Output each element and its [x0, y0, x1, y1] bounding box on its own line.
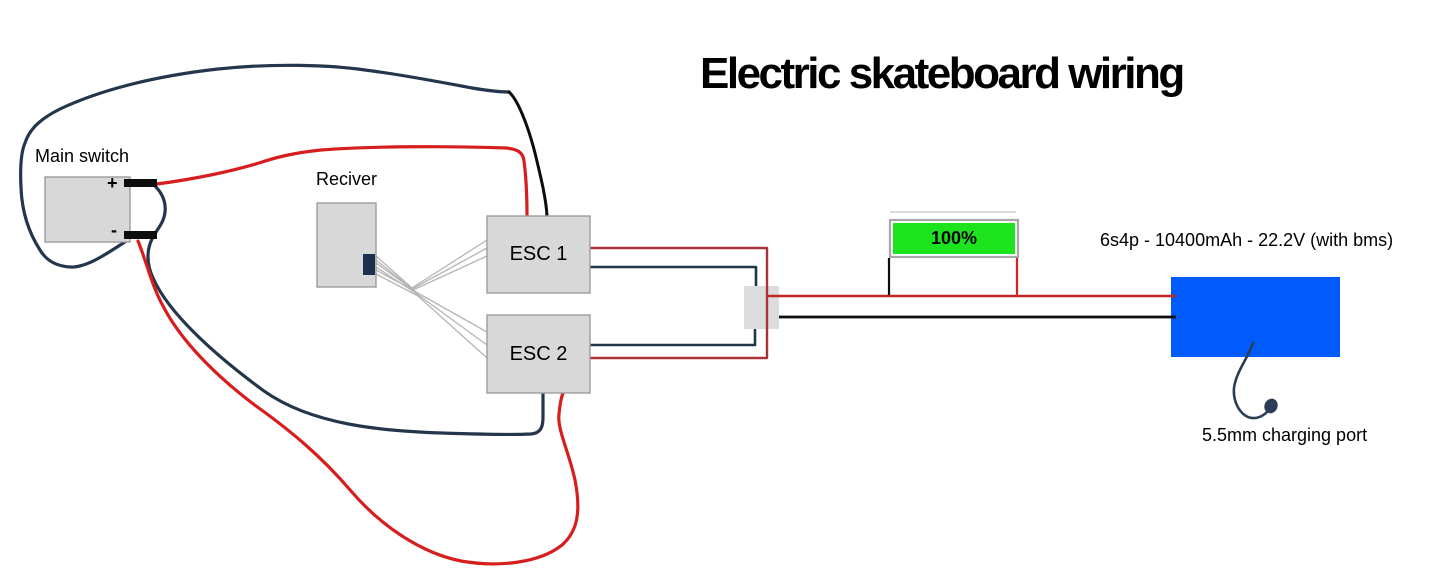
esc2-label: ESC 2: [509, 342, 568, 365]
wire-switch-minus-to-esc2: [136, 239, 580, 566]
signal-wire: [375, 259, 488, 333]
diagram-title: Electric skateboard wiring: [700, 49, 1185, 98]
battery-level-value: 100%: [930, 228, 978, 248]
wire-switch-plus-to-esc2: [146, 184, 545, 437]
wire-esc-red-loop: [590, 246, 769, 360]
charging-port-cable: [1232, 341, 1269, 420]
wire-esc2-to-connector: [590, 318, 757, 347]
main-switch-plus-terminal: [124, 179, 157, 187]
signal-wire: [375, 273, 488, 359]
battery-spec-label: 6s4p - 10400mAh - 22.2V (with bms): [1100, 230, 1394, 250]
battery-indicator-bar: [893, 223, 1015, 254]
minus-terminal-label: -: [111, 220, 117, 240]
main-switch-body: [44, 176, 131, 243]
plus-terminal-label: +: [107, 173, 118, 193]
main-switch-label: Main switch: [35, 146, 130, 166]
receiver-signal-wires: [375, 239, 488, 359]
connector-block: [744, 286, 779, 329]
esc1-body: [486, 215, 591, 294]
main-switch-minus-terminal: [124, 231, 157, 239]
battery-pack: [1171, 277, 1340, 357]
charging-port-label: 5.5mm charging port: [1202, 425, 1368, 445]
wire-switch-minus-top-loop: [19, 63, 511, 269]
receiver-label: Reciver: [316, 169, 378, 189]
receiver-port: [363, 254, 375, 275]
esc2-body: [486, 314, 591, 394]
wire-switch-plus-to-esc1: [155, 145, 529, 218]
charging-port-plug-dot: [1264, 398, 1278, 414]
signal-wire: [375, 266, 488, 346]
esc1-label: ESC 1: [509, 243, 568, 265]
wire-esc1-to-connector: [590, 265, 758, 300]
wire-esc1-black-drop: [507, 90, 549, 218]
